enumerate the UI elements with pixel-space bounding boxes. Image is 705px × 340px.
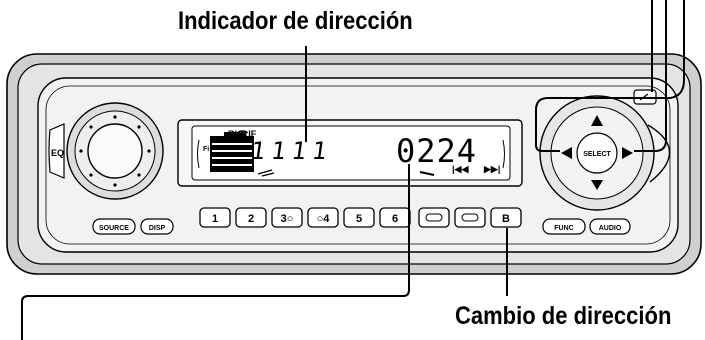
preset-button-5[interactable] [343, 207, 375, 228]
disp-label: DISP [149, 225, 166, 232]
preset-button-1[interactable] [199, 207, 231, 228]
lcd-fi-label: Fi [203, 146, 209, 153]
preset-label-3: 3○ [281, 213, 294, 225]
select-label: SELECT [583, 151, 611, 158]
audio-button[interactable] [589, 218, 631, 235]
direction-indicator-label: Indicador de dirección [178, 7, 413, 35]
preset-label-5: 5 [356, 213, 362, 225]
func-button[interactable] [542, 218, 586, 235]
b-label: B [502, 213, 510, 225]
direction-change-label: Cambio de dirección [455, 302, 672, 330]
select-button[interactable] [576, 132, 618, 174]
oval-button-1[interactable] [418, 207, 450, 228]
source-label: SOURCE [99, 225, 129, 232]
disp-button[interactable] [140, 218, 174, 235]
preset-label-6: 6 [392, 213, 398, 225]
preset-label-2: 2 [248, 213, 254, 225]
preset-button-3[interactable] [271, 207, 303, 228]
eq-button[interactable] [48, 123, 65, 179]
source-button[interactable] [92, 218, 136, 235]
preset-button-2[interactable] [235, 207, 267, 228]
func-label: FUNC [554, 225, 573, 232]
lcd-next-track-icon: ▶▶| [483, 164, 500, 174]
volume-knob[interactable] [87, 123, 143, 179]
lcd-segment-indicator: 1111 [249, 137, 335, 165]
lcd-frequency: 0224 [396, 132, 477, 170]
oval-button-2[interactable] [454, 207, 486, 228]
preset-label-4: ○4 [317, 213, 331, 225]
callout-lines [21, 0, 685, 340]
lcd-prev-track-icon: |◀◀ [452, 164, 469, 174]
right-arrow-icon[interactable] [622, 147, 633, 159]
lcd-rds-indicators: RI☎IF [228, 129, 257, 139]
lcd-screen [191, 125, 511, 181]
preset-label-1: 1 [212, 213, 218, 225]
b-button[interactable] [490, 207, 522, 228]
preset-button-4[interactable] [307, 207, 339, 228]
down-arrow-icon[interactable] [591, 180, 603, 190]
up-arrow-icon[interactable] [591, 115, 603, 126]
audio-label: AUDIO [599, 225, 622, 232]
left-arrow-icon[interactable] [561, 147, 572, 159]
lcd-eq-graphic [210, 136, 254, 172]
eq-label: EQ [51, 148, 64, 158]
